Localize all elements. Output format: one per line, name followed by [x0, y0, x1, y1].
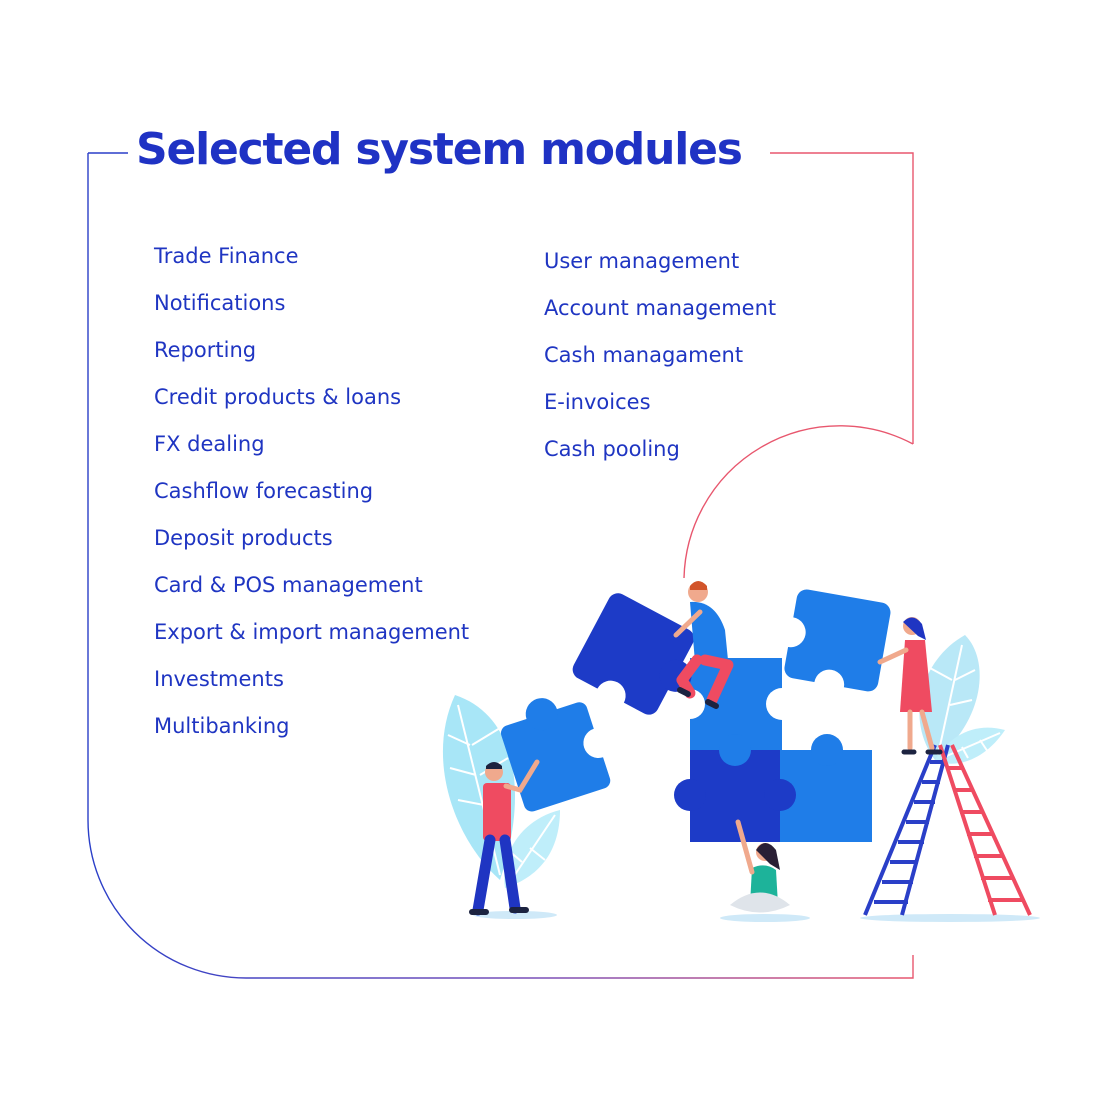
floor-shadow [860, 914, 1040, 922]
puzzle-piece [775, 589, 891, 700]
module-list-left: Trade Finance Notifications Reporting Cr… [154, 244, 469, 761]
person-sitting-floor-icon [730, 819, 790, 913]
puzzle-stack [674, 658, 872, 842]
leaf-icon [935, 727, 1005, 764]
puzzle-team-illustration [442, 581, 1040, 922]
list-item: Notifications [154, 291, 286, 315]
person-sitting-icon [673, 581, 734, 709]
puzzle-piece [500, 698, 614, 812]
list-item: Reporting [154, 338, 257, 362]
ladder-icon [863, 744, 1032, 916]
module-list-right: User management Account management Cash … [544, 249, 776, 484]
list-item: Export & import management [154, 620, 470, 644]
floor-shadow [473, 911, 557, 919]
list-item: User management [544, 249, 740, 273]
list-item: Credit products & loans [154, 385, 402, 409]
floor-shadow [720, 914, 810, 922]
person-standing-icon [469, 759, 540, 916]
list-item: Trade Finance [154, 244, 299, 268]
page-title: Selected system modules [134, 120, 752, 180]
list-item: Cash managament [544, 343, 744, 367]
list-item: Account management [544, 296, 777, 320]
list-item: E-invoices [544, 390, 651, 414]
person-on-ladder-icon [877, 617, 943, 755]
list-item: Cash pooling [544, 437, 680, 461]
list-item: Deposit products [154, 526, 333, 550]
puzzle-piece [572, 593, 695, 715]
list-item: Investments [154, 667, 284, 691]
list-item: Multibanking [154, 714, 290, 738]
list-item: Card & POS management [154, 573, 423, 597]
list-item: FX dealing [154, 432, 265, 456]
list-item: Cashflow forecasting [154, 479, 374, 503]
leaf-icon [919, 635, 980, 760]
